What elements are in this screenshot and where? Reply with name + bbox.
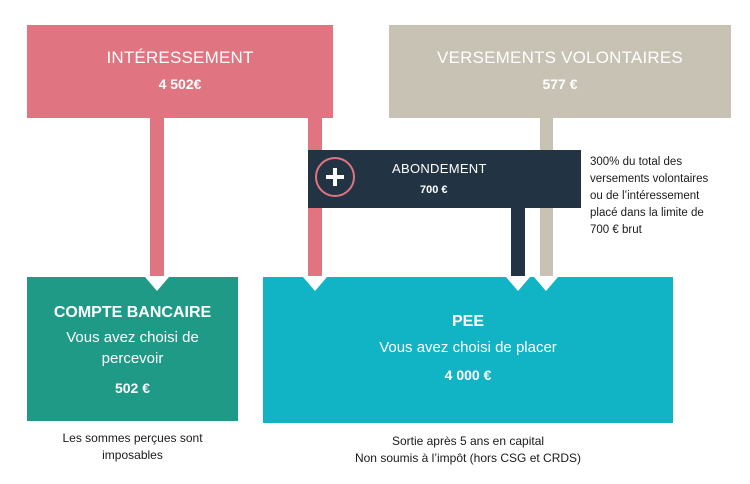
abondement-note-line: placé dans la limite de [590,207,704,219]
pee-note-line: Non soumis à l’impôt (hors CSG et CRDS) [354,451,582,465]
connector-interessement-to-pee-lower [308,208,322,276]
interessement-box: INTÉRESSEMENT 4 502€ [27,25,333,118]
pee-amount: 4 000 € [444,367,492,383]
abondement-note: 300% du total des versements volontaires… [590,154,740,239]
abondement-note-line: 300% du total des [590,156,683,168]
compte-subtitle-line: Vous avez choisi de [66,329,199,346]
compte-bancaire-box: COMPTE BANCAIRE Vous avez choisi de perc… [27,277,238,421]
plus-icon [315,157,355,197]
compte-amount: 502 € [114,380,151,396]
pee-title: PEE [451,313,484,330]
abondement-note-line: ou de l’intéressement [590,190,700,202]
versements-volontaires-box: VERSEMENTS VOLONTAIRES 577 € [389,25,731,118]
abondement-box: ABONDEMENT 700 € [308,150,581,208]
connector-interessement-to-pee [308,118,322,150]
compte-note: Les sommes perçues sont imposables [27,430,238,464]
abondement-note-line: versements volontaires [590,173,709,185]
pee-note-line: Sortie après 5 ans en capital [391,434,545,448]
versements-label: VERSEMENTS VOLONTAIRES [437,48,683,67]
interessement-amount: 4 502€ [158,76,202,92]
versements-amount: 577 € [542,76,578,92]
connector-interessement-to-compte [150,118,164,276]
pee-subtitle: Vous avez choisi de placer [379,339,557,356]
compte-note-line: Les sommes perçues sont [62,431,203,445]
interessement-label: INTÉRESSEMENT [106,48,254,67]
pee-box: PEE Vous avez choisi de placer 4 000 € [263,277,673,423]
compte-note-line: imposables [102,448,163,462]
abondement-label: ABONDEMENT [392,161,487,176]
abondement-note-line: 700 € brut [590,224,642,236]
compte-subtitle-line: percevoir [101,350,164,367]
pee-note: Sortie après 5 ans en capital Non soumis… [263,433,673,467]
compte-title: COMPTE BANCAIRE [53,304,212,321]
abondement-amount: 700 € [420,184,448,196]
connector-abondement-to-pee [511,208,525,276]
